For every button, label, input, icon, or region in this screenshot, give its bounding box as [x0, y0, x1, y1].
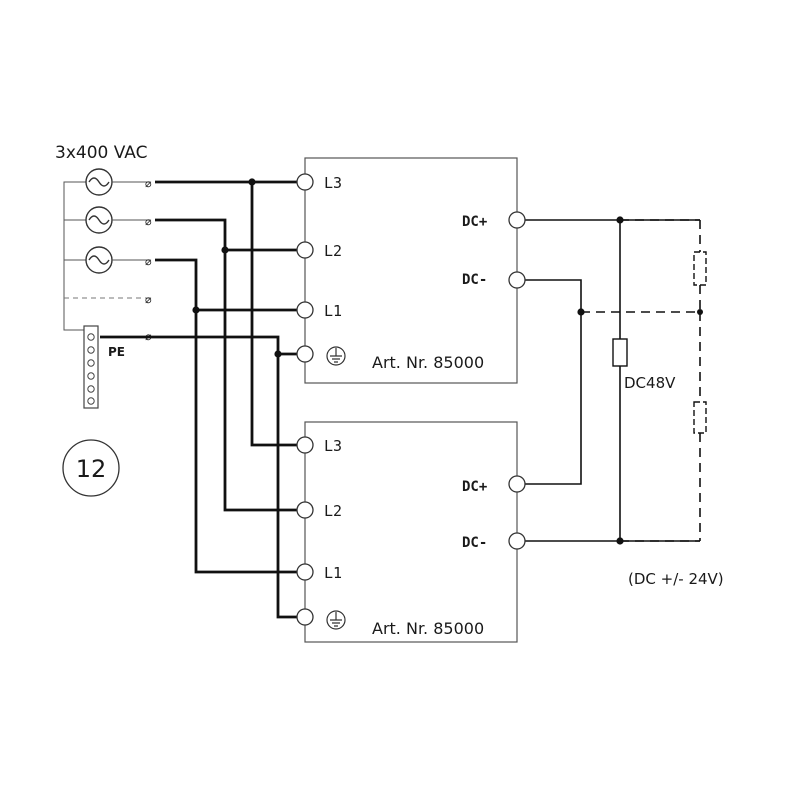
power-supply-unit-2	[304, 421, 518, 643]
terminal-dc-plus	[508, 211, 526, 229]
terminal-label: L3	[324, 174, 342, 192]
resistor-icon	[693, 251, 707, 286]
ac-source-icon	[85, 246, 113, 274]
terminal-dc-minus	[508, 271, 526, 289]
terminal-l3	[296, 173, 314, 191]
ac-source-icon	[85, 168, 113, 196]
figure-number-badge: 12	[62, 439, 120, 497]
pe-terminal-strip	[83, 325, 99, 409]
terminal-dc-minus	[508, 532, 526, 550]
series-voltage-label: DC48V	[624, 374, 676, 392]
resistor-icon	[612, 338, 628, 367]
figure-number: 12	[76, 455, 107, 483]
power-supply-unit-1	[304, 157, 518, 384]
terminal-label: L1	[324, 564, 342, 582]
terminal-pe	[296, 608, 314, 626]
fuse-icon: ⌀	[145, 293, 152, 306]
supply-label: 3x400 VAC	[55, 143, 147, 163]
terminal-label: L2	[324, 502, 342, 520]
article-number: Art. Nr. 85000	[372, 353, 484, 372]
terminal-label: L2	[324, 242, 342, 260]
ac-source-icon	[85, 206, 113, 234]
protective-earth-icon	[326, 346, 346, 366]
supply-rail	[63, 181, 86, 331]
terminal-l2	[296, 241, 314, 259]
output-label-dc-minus: DC-	[462, 535, 487, 551]
fuse-icon: ⌀	[145, 255, 152, 268]
protective-earth-icon	[326, 610, 346, 630]
terminal-dc-plus	[508, 475, 526, 493]
terminal-l3	[296, 436, 314, 454]
output-label-dc-minus: DC-	[462, 272, 487, 288]
terminal-l2	[296, 501, 314, 519]
terminal-label: L3	[324, 437, 342, 455]
article-number: Art. Nr. 85000	[372, 619, 484, 638]
output-label-dc-plus: DC+	[462, 214, 487, 230]
split-voltage-label: (DC +/- 24V)	[628, 570, 724, 588]
resistor-icon	[693, 401, 707, 434]
terminal-l1	[296, 563, 314, 581]
terminal-l1	[296, 301, 314, 319]
output-label-dc-plus: DC+	[462, 479, 487, 495]
fuse-icon: ⌀	[145, 215, 152, 228]
pe-label: PE	[108, 345, 125, 359]
terminal-pe	[296, 345, 314, 363]
terminal-label: L1	[324, 302, 342, 320]
fuse-icon: ⌀	[145, 177, 152, 190]
